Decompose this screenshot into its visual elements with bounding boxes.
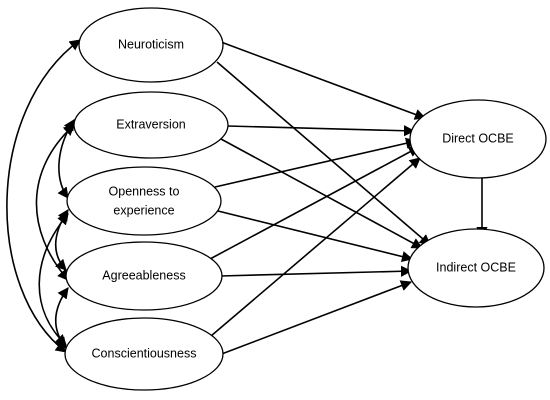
extraversion-ellipse: [73, 91, 229, 159]
covariance-agreeableness-conscientiousness: [55, 287, 69, 349]
node-neuroticism: Neuroticism: [78, 7, 224, 83]
path-neuroticism-to-indirect-ocbe: [216, 61, 431, 246]
path-neuroticism-to-direct-ocbe: [220, 41, 427, 120]
conscientiousness-ellipse: [64, 317, 224, 391]
agreeableness-label: Agreeableness: [102, 268, 185, 282]
openness-ellipse: [66, 166, 222, 236]
conscientiousness-label: Conscientiousness: [92, 346, 197, 360]
path-arrows: [209, 41, 488, 356]
neuroticism-ellipse: [78, 7, 224, 83]
node-direct-ocbe: Direct OCBE: [409, 99, 547, 179]
node-conscientiousness: Conscientiousness: [64, 317, 224, 391]
direct-ocbe-ellipse: [409, 99, 547, 179]
covariance-extraversion-agreeableness: [35, 124, 75, 281]
extraversion-label: Extraversion: [116, 117, 186, 131]
node-openness-to-experience: Openness to experience: [66, 166, 222, 236]
covariance-arcs: [6, 39, 81, 353]
path-openness-to-direct-ocbe: [214, 137, 418, 188]
path-conscientiousness-to-direct-ocbe: [210, 157, 421, 337]
covariance-openness-conscientiousness: [38, 213, 69, 346]
indirect-ocbe-ellipse: [407, 228, 545, 308]
openness-label-line1: Openness to: [109, 184, 180, 198]
indirect-ocbe-label: Indirect OCBE: [436, 260, 516, 274]
openness-label-line2: experience: [113, 203, 174, 217]
path-agreeableness-to-direct-ocbe: [209, 146, 420, 260]
path-openness-to-indirect-ocbe: [217, 210, 414, 263]
agreeableness-ellipse: [65, 241, 223, 311]
covariance-openness-agreeableness: [55, 209, 69, 271]
node-agreeableness: Agreeableness: [65, 241, 223, 311]
node-extraversion: Extraversion: [73, 91, 229, 159]
path-extraversion-to-direct-ocbe: [226, 125, 416, 137]
neuroticism-label: Neuroticism: [118, 37, 184, 51]
node-indirect-ocbe: Indirect OCBE: [407, 228, 545, 308]
path-conscientiousness-to-indirect-ocbe: [218, 280, 413, 356]
covariance-neuroticism-conscientiousness: [6, 39, 81, 353]
path-extraversion-to-indirect-ocbe: [220, 138, 423, 249]
direct-ocbe-label: Direct OCBE: [442, 131, 514, 145]
path-agreeableness-to-indirect-ocbe: [219, 265, 413, 277]
